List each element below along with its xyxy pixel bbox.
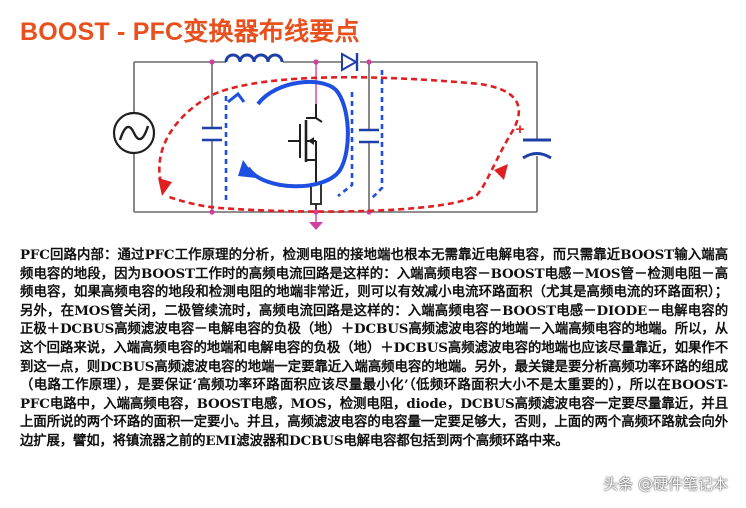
ac-source-symbol bbox=[112, 111, 156, 155]
outer-loop-arrow-diode-on bbox=[158, 75, 521, 213]
dcbus-hf-capacitor-symbol bbox=[359, 128, 379, 144]
input-hf-capacitor-symbol bbox=[202, 126, 222, 142]
watermark: 头条 @硬件笔记本 bbox=[574, 473, 728, 494]
watermark-logo-icon bbox=[574, 476, 597, 493]
hf-loop-arrow-mos-on bbox=[227, 79, 350, 189]
circuit-wires bbox=[133, 61, 538, 213]
boost-inductor-symbol bbox=[224, 53, 284, 63]
electrolytic-plus-label: + bbox=[516, 121, 525, 138]
ground-symbol bbox=[309, 212, 323, 230]
boost-pfc-circuit-diagram: + bbox=[112, 52, 552, 230]
electrolytic-capacitor-symbol: + bbox=[516, 121, 552, 160]
boost-diode-symbol bbox=[341, 52, 359, 72]
slide-title: BOOST - PFC变换器布线要点 bbox=[20, 18, 360, 46]
watermark-text: 头条 @硬件笔记本 bbox=[603, 475, 728, 493]
sense-resistor-symbol bbox=[310, 183, 322, 212]
body-paragraph: PFC回路内部：通过PFC工作原理的分析，检测电阻的接地端也根本无需靠近电解电容… bbox=[20, 247, 728, 449]
hf-loop-dcbus-dashed bbox=[224, 70, 384, 201]
